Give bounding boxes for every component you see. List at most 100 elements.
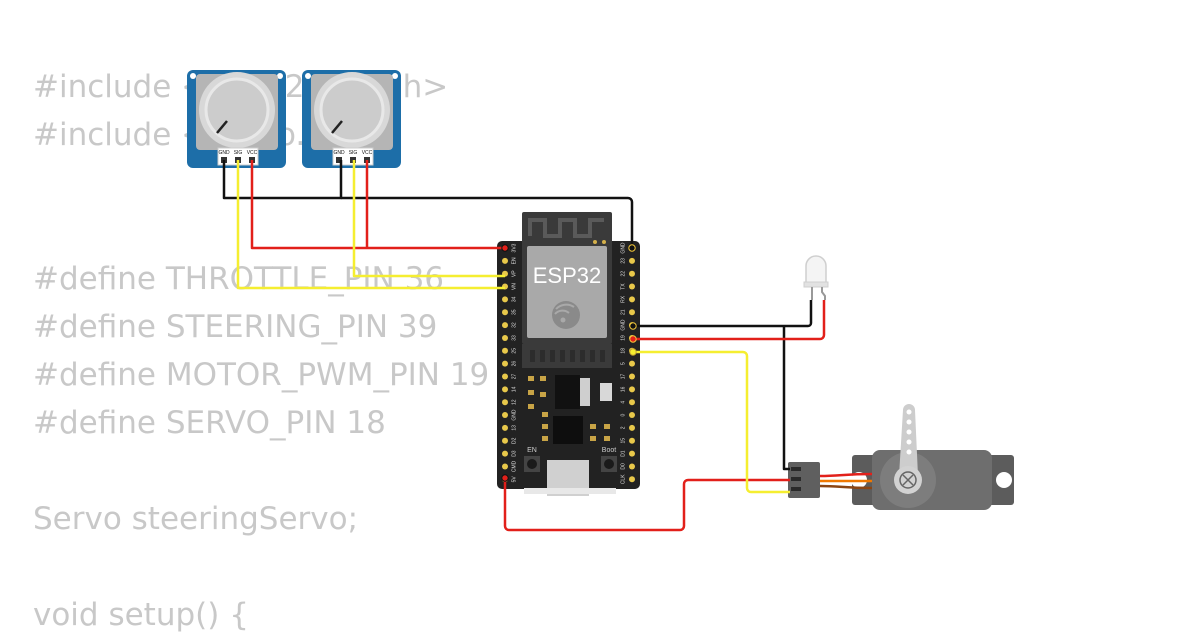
led-anode-leg: [821, 287, 826, 300]
esp32-pin-label: GND: [620, 319, 626, 331]
esp32-pin-label: 5V: [511, 476, 517, 483]
wire-gnd-pots[interactable]: [222, 160, 343, 200]
esp32-pin-label: 17: [620, 374, 626, 380]
esp32-pin-label: 34: [511, 296, 517, 302]
esp32-label: ESP32: [533, 263, 602, 288]
code-line: #define THROTTLE_PIN 36: [33, 261, 445, 297]
esp32-pin-label: D2: [511, 437, 517, 444]
esp32-pin-left[interactable]: [502, 373, 508, 380]
esp32-pin-left[interactable]: [502, 360, 508, 367]
esp32-pin-label: EN: [511, 257, 517, 264]
esp32-pin-label: 26: [511, 361, 517, 367]
esp32-pin-label: 18: [620, 348, 626, 354]
esp32-pin-left[interactable]: [502, 463, 508, 470]
esp32-pin-right[interactable]: [629, 373, 635, 380]
esp32-pin-label: 21: [620, 309, 626, 315]
esp32-pin-label: RX: [620, 295, 626, 303]
connected-pins: [501, 244, 637, 482]
esp32-pin-label: GND: [620, 242, 626, 254]
esp32-pin-right[interactable]: [629, 309, 635, 316]
wire-throttle-signal[interactable]: [236, 160, 505, 290]
esp32-pin-label: 12: [511, 399, 517, 405]
esp32-pin-right[interactable]: [629, 437, 635, 444]
esp32-pin-right[interactable]: [629, 257, 635, 264]
esp32-pin-left[interactable]: [502, 296, 508, 303]
esp32-pin-label: 19: [620, 335, 626, 341]
esp32-pin-right[interactable]: [629, 386, 635, 393]
wire-vcc-throttle-pot[interactable]: [250, 160, 505, 250]
pot-knob[interactable]: [204, 77, 270, 143]
esp32-pin-right[interactable]: [629, 463, 635, 470]
esp32-pin-right[interactable]: [629, 296, 635, 303]
pin-label: VCC: [362, 150, 373, 156]
esp32-pin-label: 2: [620, 426, 626, 429]
led-body: [805, 255, 827, 285]
servo-pin-vcc[interactable]: [791, 477, 801, 481]
esp32-board[interactable]: ESP32 EN: [497, 212, 640, 496]
esp32-pin-left[interactable]: [502, 347, 508, 354]
wire-pwm-led[interactable]: [633, 300, 826, 341]
servo-pin-signal[interactable]: [791, 487, 801, 491]
esp32-pin-left[interactable]: [502, 450, 508, 457]
esp32-pin-label: 33: [511, 335, 517, 341]
esp32-pin-label: 23: [620, 258, 626, 264]
pin-label: VCC: [247, 150, 258, 156]
esp32-pin-right[interactable]: [629, 476, 635, 483]
wire-servo-signal[interactable]: [633, 350, 790, 494]
esp32-pin-label: 13: [511, 425, 517, 431]
esp32-pin-left[interactable]: [502, 424, 508, 431]
steering-potentiometer[interactable]: GND SIG VCC: [302, 70, 401, 168]
esp32-pin-left[interactable]: [502, 399, 508, 406]
pot-knob[interactable]: [319, 77, 385, 143]
esp32-pin-label: 32: [511, 322, 517, 328]
esp32-pin-right[interactable]: [629, 283, 635, 290]
esp32-pin-right[interactable]: [629, 399, 635, 406]
boot-button-label: Boot: [602, 447, 616, 454]
esp32-pin-left[interactable]: [502, 412, 508, 419]
code-line: #define MOTOR_PWM_PIN 19: [33, 357, 490, 393]
esp32-pin-right[interactable]: [629, 424, 635, 431]
espressif-logo-icon: [552, 301, 580, 329]
code-line: #define STEERING_PIN 39: [33, 309, 438, 345]
esp32-pin-label: D3: [511, 450, 517, 457]
servo-pin-gnd[interactable]: [791, 467, 801, 471]
esp32-pin-label: 22: [620, 271, 626, 277]
esp32-pin-label: 5: [620, 362, 626, 365]
esp32-pin-right[interactable]: [629, 360, 635, 367]
esp32-pin-label: 4: [620, 401, 626, 404]
esp32-pin-left[interactable]: [502, 334, 508, 341]
usb-uart-chip: [553, 416, 583, 444]
esp32-pin-left[interactable]: [502, 386, 508, 393]
esp32-pin-left[interactable]: [502, 322, 508, 329]
wire-vcc-servo[interactable]: [503, 478, 790, 532]
wire-gnd-servo[interactable]: [782, 326, 790, 471]
esp32-pin-left[interactable]: [502, 437, 508, 444]
code-line: Servo steeringServo;: [33, 501, 359, 537]
esp32-pin-label: CLK: [620, 474, 626, 484]
esp32-pin-label: 35: [511, 309, 517, 315]
esp32-pin-label: TX: [620, 283, 626, 290]
esp32-pin-right[interactable]: [629, 450, 635, 457]
code-line: void setup() {: [33, 597, 249, 633]
esp32-pin-label: VN: [511, 283, 517, 290]
esp32-pin-right[interactable]: [629, 270, 635, 277]
steering-servo[interactable]: [851, 404, 1014, 510]
en-button-label: EN: [527, 447, 537, 454]
esp32-pin-label: 14: [511, 386, 517, 392]
servo-screw-icon: [899, 471, 917, 489]
esp32-pin-right[interactable]: [629, 412, 635, 419]
voltage-regulator: [555, 375, 580, 409]
pot-pin-gnd[interactable]: [336, 157, 342, 163]
white-led[interactable]: [803, 255, 829, 300]
esp32-pin-left[interactable]: [502, 257, 508, 264]
esp32-pin-label: 16: [620, 386, 626, 392]
wire-gnd-led[interactable]: [633, 300, 813, 328]
wire-gnd-to-esp[interactable]: [341, 196, 634, 248]
esp32-pin-left[interactable]: [502, 309, 508, 316]
esp32-pin-label: 0: [620, 413, 626, 416]
wire-steering-signal[interactable]: [352, 160, 505, 278]
shield-can: [527, 246, 607, 338]
esp32-pin-label: D1: [620, 450, 626, 457]
throttle-potentiometer[interactable]: GND SIG VCC: [187, 70, 286, 168]
esp32-pin-label: GND: [511, 409, 517, 421]
